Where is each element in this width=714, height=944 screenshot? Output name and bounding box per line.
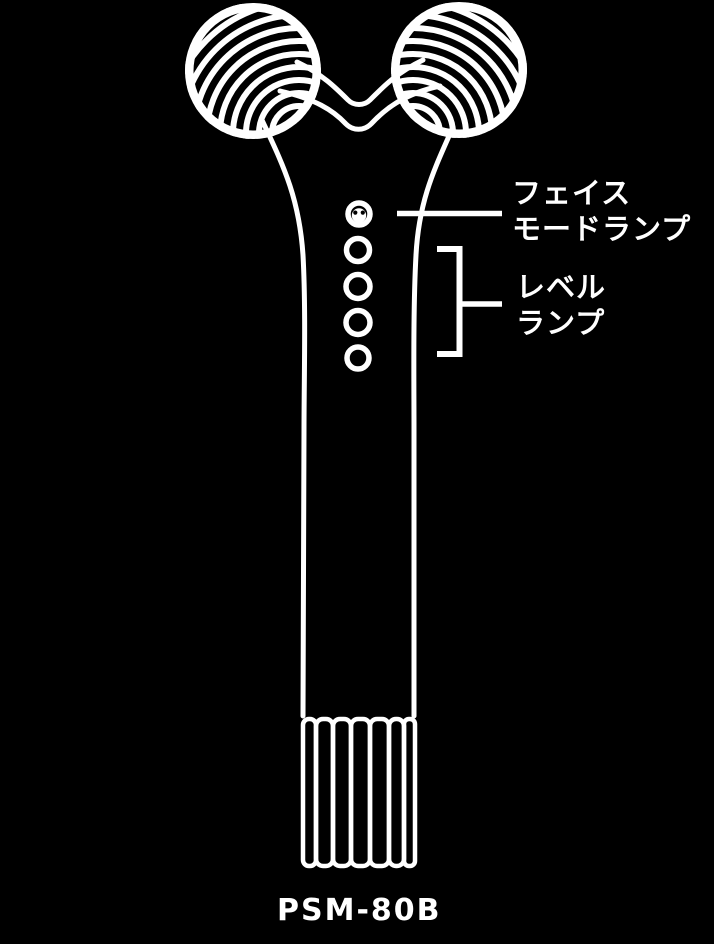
level-lamp-2: [343, 271, 373, 302]
level-lamp-bracket: [437, 246, 502, 357]
callout-level-lamp-line2: ランプ: [516, 306, 606, 340]
callout-level-lamp-line1: レベル: [516, 270, 607, 304]
face-mode-lamp: [345, 200, 373, 228]
callout-face-mode-lamp-line1: フェイス: [512, 176, 632, 210]
face-icon: [351, 208, 367, 223]
yoke-saddle: [277, 57, 443, 132]
handle-grip: [300, 716, 418, 869]
level-lamp-4: [344, 344, 372, 372]
callout-level-lamp: レベル ランプ: [516, 269, 606, 341]
model-number: PSM-80B: [277, 893, 442, 928]
callout-face-mode-lamp: フェイス モードランプ: [512, 175, 691, 247]
callout-face-mode-lamp-line2: モードランプ: [512, 212, 692, 246]
handle-body-outline: [259, 117, 456, 719]
level-lamp-1: [343, 235, 373, 265]
level-lamp-3: [343, 307, 373, 338]
